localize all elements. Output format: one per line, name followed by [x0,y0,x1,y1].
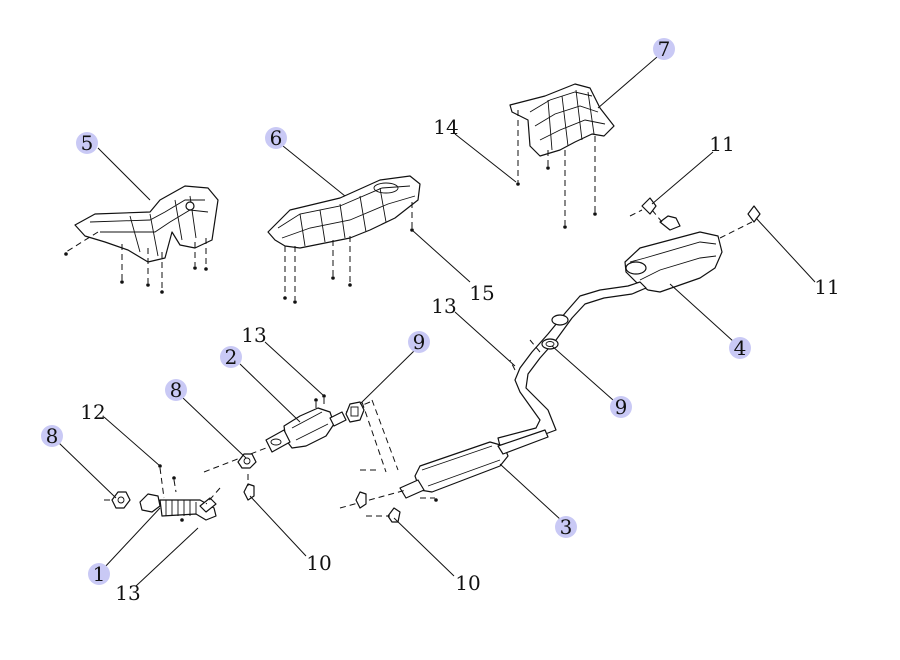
callout-8-upper: 8 [165,378,187,402]
svg-text:5: 5 [81,131,94,155]
rubber-mount-front [243,474,255,501]
svg-text:10: 10 [455,571,480,595]
svg-text:4: 4 [734,336,747,360]
svg-text:14: 14 [433,115,458,139]
callout-3: 3 [555,515,577,539]
callout-8-lower: 8 [41,424,63,448]
svg-text:6: 6 [270,126,283,150]
heat-shield-rear [509,83,615,229]
callout-1: 1 [88,562,110,586]
svg-text:3: 3 [560,515,573,539]
svg-text:2: 2 [225,345,238,369]
svg-text:10: 10 [306,551,331,575]
rear-muffler [624,197,761,293]
svg-text:13: 13 [115,581,140,605]
callout-2: 2 [220,345,242,369]
front-flex-pipe [139,464,221,522]
center-muffler [339,429,549,523]
callout-7: 7 [653,37,675,61]
callouts: 5 6 7 14 11 11 15 4 13 9 [41,37,840,605]
callout-9-rear: 9 [610,395,632,419]
svg-text:11: 11 [709,132,734,156]
svg-text:9: 9 [615,395,628,419]
callout-13-lower: 13 [115,581,140,605]
callout-13-upper: 13 [241,323,266,347]
callout-14: 14 [433,115,458,139]
intermediate-pipe [497,281,647,447]
callout-10-left: 10 [306,551,331,575]
callout-10-right: 10 [455,571,480,595]
callout-12: 12 [80,400,105,424]
svg-text:15: 15 [469,281,494,305]
callout-9-front: 9 [408,330,430,354]
svg-text:9: 9 [413,330,426,354]
svg-text:11: 11 [814,275,839,299]
catalytic-converter [203,394,399,473]
heat-shield-front [64,185,219,294]
callout-11-lower: 11 [814,275,839,299]
leader-lines [58,56,816,587]
gasket-cat-outlet [345,401,365,423]
svg-text:8: 8 [170,378,183,402]
svg-text:13: 13 [241,323,266,347]
callout-4: 4 [729,336,751,360]
svg-text:13: 13 [431,294,456,318]
callout-5: 5 [76,131,98,155]
svg-text:1: 1 [93,562,106,586]
svg-text:7: 7 [658,37,671,61]
callout-6: 6 [265,126,287,150]
gasket-front [104,491,131,509]
gasket-cat-inlet [237,453,257,469]
gasket-rear-flange [541,338,559,350]
callout-11-upper: 11 [709,132,734,156]
svg-text:12: 12 [80,400,105,424]
callout-15: 15 [469,281,494,305]
callout-13-middle: 13 [431,294,456,318]
svg-text:8: 8 [46,424,59,448]
heat-shield-middle [267,175,421,304]
